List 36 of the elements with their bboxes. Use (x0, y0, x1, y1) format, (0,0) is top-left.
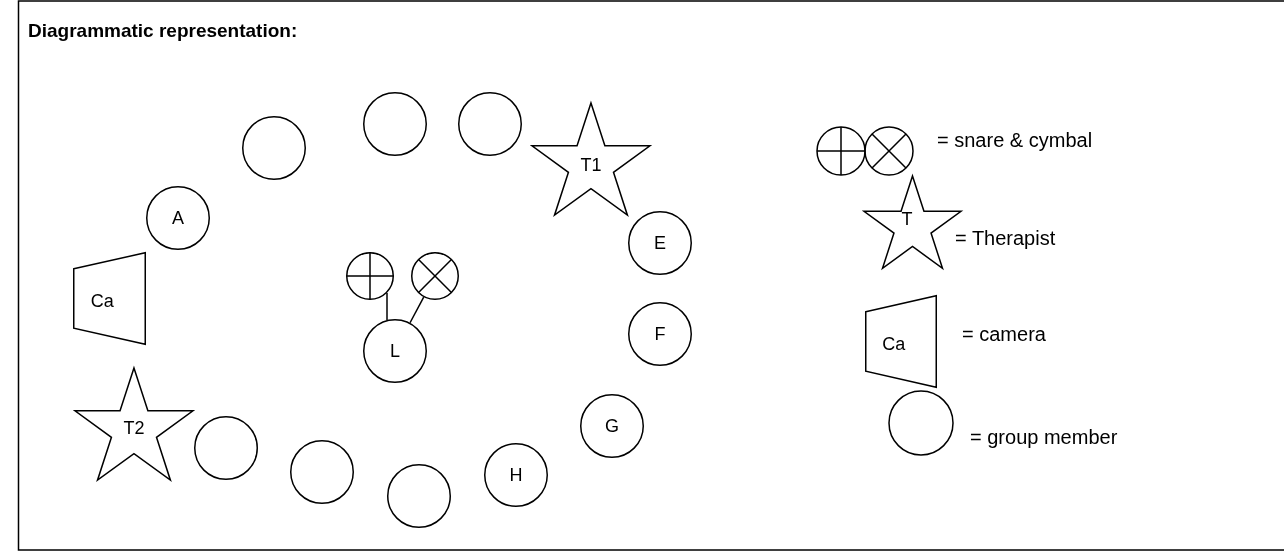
therapist-star (75, 368, 193, 481)
member-circle (363, 92, 427, 156)
member-circle (242, 116, 306, 180)
snare-drum-icon (346, 252, 394, 300)
member-label: H (509, 465, 523, 485)
therapist-label: T1 (580, 155, 602, 175)
member-label: E (654, 233, 666, 253)
therapist-label: T (901, 209, 913, 229)
member-circle (484, 443, 548, 507)
member-circle (290, 440, 354, 504)
diagram-title: Diagrammatic representation: (28, 20, 298, 42)
camera-label: Ca (90, 290, 114, 311)
member-circle (363, 319, 427, 383)
member-circle (387, 464, 451, 528)
member-label: L (390, 341, 400, 361)
cymbal-icon (411, 252, 459, 300)
legend-label: = group member (970, 425, 1118, 449)
connector-line (409, 296, 425, 324)
member-label: A (172, 208, 184, 228)
camera-trapezoid (865, 295, 937, 388)
member-label: F (654, 324, 666, 344)
legend-label: = Therapist (955, 226, 1056, 250)
member-circle (628, 211, 692, 275)
connector-line (386, 292, 388, 321)
member-circle (628, 302, 692, 366)
member-circle (580, 394, 644, 458)
member-label: G (605, 416, 619, 436)
member-circle (458, 92, 522, 156)
legend-label: = camera (962, 322, 1046, 346)
legend-label: = snare & cymbal (937, 128, 1093, 152)
camera-trapezoid (73, 252, 146, 345)
member-circle (146, 186, 210, 250)
therapist-label: T2 (123, 418, 145, 438)
member-circle (194, 416, 258, 480)
camera-label: Ca (882, 333, 906, 354)
therapist-star (532, 103, 650, 216)
